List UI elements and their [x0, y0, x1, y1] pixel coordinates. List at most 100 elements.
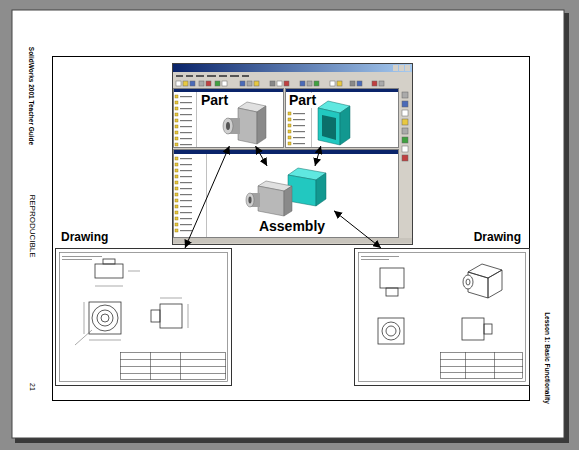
tool-icon — [402, 110, 408, 116]
page-number: 21 — [29, 383, 36, 391]
assembly-panel: Assembly — [250, 166, 334, 236]
tool-icon — [330, 81, 335, 86]
title-block — [120, 352, 226, 380]
tool-icon — [350, 81, 355, 86]
tree-item — [288, 142, 305, 145]
note-line — [361, 256, 399, 257]
assembly-pane — [174, 150, 399, 238]
drawing-views — [378, 264, 502, 344]
tool-icon — [190, 81, 195, 86]
tree-item — [175, 157, 192, 160]
front-view — [101, 314, 109, 322]
tree-item — [175, 131, 192, 134]
running-header: SolidWorks 2001 Teacher Guide — [28, 47, 35, 145]
part-boss — [223, 118, 233, 134]
note-line — [361, 259, 389, 260]
menu-item — [176, 75, 183, 77]
tree-item — [175, 175, 192, 178]
sheet-border — [60, 253, 228, 382]
tree-divider — [206, 154, 207, 237]
menu-item — [186, 75, 193, 77]
dimension-line — [160, 298, 182, 299]
connector-arrow — [256, 146, 268, 166]
top-view — [380, 268, 404, 288]
title-block-frame — [441, 353, 523, 379]
node-label: Drawing — [473, 231, 522, 244]
title-block-line — [120, 366, 226, 367]
node-label: Part — [288, 93, 317, 108]
tool-icon — [402, 128, 408, 134]
window-button — [405, 65, 410, 71]
window-button — [393, 65, 398, 71]
iso-view — [468, 264, 502, 278]
tree-item — [175, 199, 192, 202]
tree-item — [175, 229, 192, 232]
tool-icon — [372, 81, 377, 86]
front-view — [92, 305, 118, 331]
tree-item — [175, 113, 192, 116]
cyan-part — [318, 101, 350, 145]
pane-title-bar — [174, 89, 283, 92]
menu-item — [219, 75, 227, 77]
part-hole — [226, 122, 230, 130]
tree-item — [175, 107, 192, 110]
window-button — [399, 65, 404, 71]
tree-item — [175, 217, 192, 220]
tool-icon — [402, 137, 408, 143]
tool-icon — [379, 81, 384, 86]
tree-item — [175, 119, 192, 122]
lesson-header: Lesson 1: Basic Functionality — [544, 312, 551, 404]
node-label: Drawing — [60, 231, 109, 244]
pane-title-bar — [174, 150, 398, 154]
part-boss — [246, 193, 254, 207]
connector-arrow — [315, 146, 321, 166]
page-frame — [53, 57, 530, 401]
tool-icon — [402, 155, 408, 161]
tree-item — [175, 101, 192, 104]
tool-icon — [300, 81, 305, 86]
assembly-model — [246, 168, 326, 216]
side-toolbar — [402, 92, 408, 161]
tree-item — [288, 118, 305, 121]
side-view — [160, 304, 182, 328]
part-face — [340, 106, 350, 145]
page — [12, 10, 564, 438]
side-view — [151, 310, 160, 322]
sheet-border — [359, 253, 526, 382]
drawing-sheet: Drawing — [354, 248, 530, 386]
tool-icon — [176, 81, 181, 86]
front-view — [89, 302, 121, 334]
connector-arrow — [334, 211, 381, 248]
title-block-line — [120, 373, 226, 374]
part-panel: Part — [286, 92, 352, 146]
tree-item — [175, 211, 192, 214]
tree-item — [175, 187, 192, 190]
title-block-line — [120, 359, 226, 360]
part-face — [238, 108, 257, 144]
node-label: Assembly — [258, 219, 326, 234]
tool-icon — [254, 81, 259, 86]
tool-icon — [402, 101, 408, 107]
dimension-line — [128, 271, 140, 272]
connector-arrow — [185, 146, 229, 248]
iso-view — [488, 270, 502, 298]
part-panel: Part — [198, 92, 262, 146]
cad-window — [173, 64, 413, 245]
menu-item — [196, 75, 204, 77]
status-bar — [173, 238, 412, 243]
menu-item — [207, 75, 216, 77]
title-block-line — [440, 359, 523, 360]
title-block-line — [150, 352, 151, 380]
tool-icon — [206, 81, 211, 86]
front-view — [382, 322, 400, 340]
tree-item — [175, 143, 192, 146]
tool-icon — [183, 81, 188, 86]
note-line — [62, 256, 102, 257]
title-block-line — [465, 352, 466, 379]
tool-icon — [337, 81, 342, 86]
dimension-line — [95, 286, 123, 287]
part-face — [318, 108, 340, 145]
part-face — [316, 173, 326, 206]
node-label: Part — [200, 93, 229, 108]
